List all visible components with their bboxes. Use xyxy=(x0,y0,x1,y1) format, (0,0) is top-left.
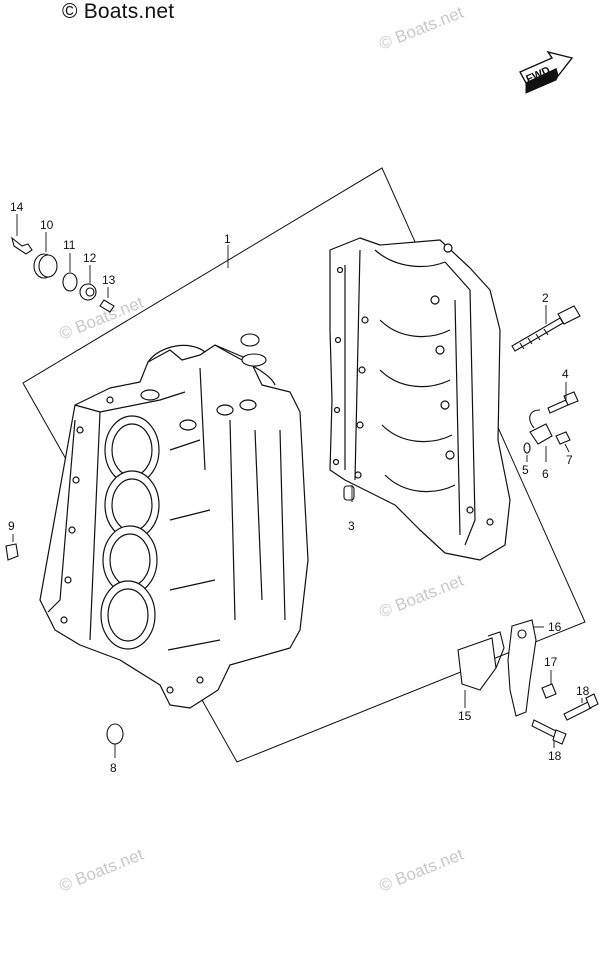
bolt-part-4 xyxy=(547,391,579,414)
watermark: © Boats.net xyxy=(376,571,466,622)
crankcase xyxy=(329,237,511,561)
bolt-part-7 xyxy=(555,431,571,445)
bolt-part-14 xyxy=(11,236,33,255)
callout-7: 7 xyxy=(566,453,573,467)
callout-10: 10 xyxy=(40,218,54,232)
callout-6: 6 xyxy=(542,467,549,481)
cylinder-block xyxy=(39,344,309,709)
callouts: 1 2 3 4 5 6 7 8 9 10 11 12 13 14 15 16 1… xyxy=(8,200,590,775)
callout-5: 5 xyxy=(522,463,529,477)
plate-part-16 xyxy=(507,619,537,717)
callout-15: 15 xyxy=(458,709,472,723)
bolt-part-13 xyxy=(99,299,115,313)
callout-17: 17 xyxy=(544,655,558,669)
o-ring-part-11 xyxy=(62,272,78,292)
plug-top xyxy=(240,333,267,367)
bolt-part-17 xyxy=(541,683,557,699)
callout-2: 2 xyxy=(542,291,549,305)
callout-18-upper: 18 xyxy=(576,684,590,698)
bolt-part-18-lower xyxy=(531,719,567,745)
callout-16: 16 xyxy=(548,620,562,634)
bolt-part-2 xyxy=(511,305,581,352)
callout-13: 13 xyxy=(102,273,116,287)
bushing-part-12 xyxy=(79,283,97,301)
leader-lines xyxy=(12,214,583,758)
callout-11: 11 xyxy=(63,238,76,252)
o-ring-part-8 xyxy=(106,723,124,745)
gasket-part-5 xyxy=(523,442,531,454)
callout-9: 9 xyxy=(8,519,15,533)
bracket-part-15 xyxy=(457,631,505,691)
dowel-pin-part-3 xyxy=(343,485,355,501)
callout-3: 3 xyxy=(348,519,355,533)
watermark: © Boats.net xyxy=(376,845,466,896)
watermark: © Boats.net xyxy=(376,3,466,54)
bolt-part-18-upper xyxy=(563,693,599,721)
callout-14: 14 xyxy=(10,200,24,214)
watermark: © Boats.net xyxy=(56,845,146,896)
plug-part-10 xyxy=(33,253,58,279)
fwd-arrow-icon: FWD xyxy=(519,50,574,94)
callout-18-lower: 18 xyxy=(548,749,562,763)
callout-1: 1 xyxy=(224,232,231,246)
callout-4: 4 xyxy=(562,367,569,381)
callout-8: 8 xyxy=(110,761,117,775)
callout-12: 12 xyxy=(83,251,97,265)
plug-part-9 xyxy=(5,543,19,561)
copyright-notice: © Boats.net xyxy=(62,0,175,23)
fitting-part-6 xyxy=(529,409,553,445)
